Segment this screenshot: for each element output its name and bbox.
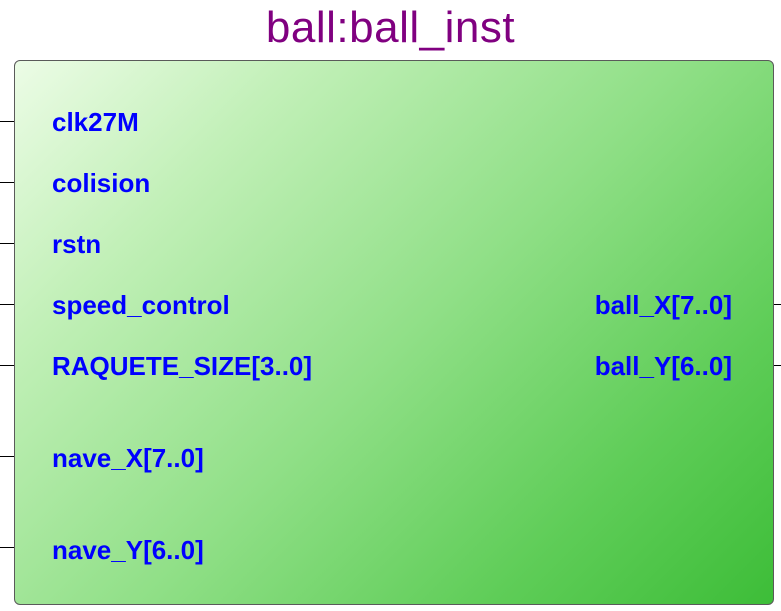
input-port-rstn: rstn (52, 229, 102, 259)
input-port-raquete-size: RAQUETE_SIZE[3..0] (52, 351, 313, 381)
block-title: ball:ball_inst (265, 3, 516, 52)
input-port-nave-y: nave_Y[6..0] (52, 535, 204, 565)
input-pin-line-raquete-size (0, 365, 14, 366)
output-pin-line-ball-y (774, 365, 781, 366)
input-pin-line-colision (0, 182, 14, 183)
input-pin-line-nave-y (0, 547, 14, 548)
output-port-ball-x: ball_X[7..0] (594, 290, 732, 320)
input-port-nave-x: nave_X[7..0] (52, 443, 204, 473)
input-pin-line-nave-x (0, 456, 14, 457)
input-pin-line-rstn (0, 243, 14, 244)
module-block[interactable] (14, 60, 774, 605)
input-port-clk27m: clk27M (52, 107, 139, 137)
output-port-ball-y: ball_Y[6..0] (594, 351, 732, 381)
input-port-speed-control: speed_control (52, 290, 230, 320)
output-pin-line-ball-x (774, 304, 781, 305)
input-pin-line-clk27m (0, 121, 14, 122)
input-port-colision: colision (52, 168, 151, 198)
input-pin-line-speed-control (0, 304, 14, 305)
